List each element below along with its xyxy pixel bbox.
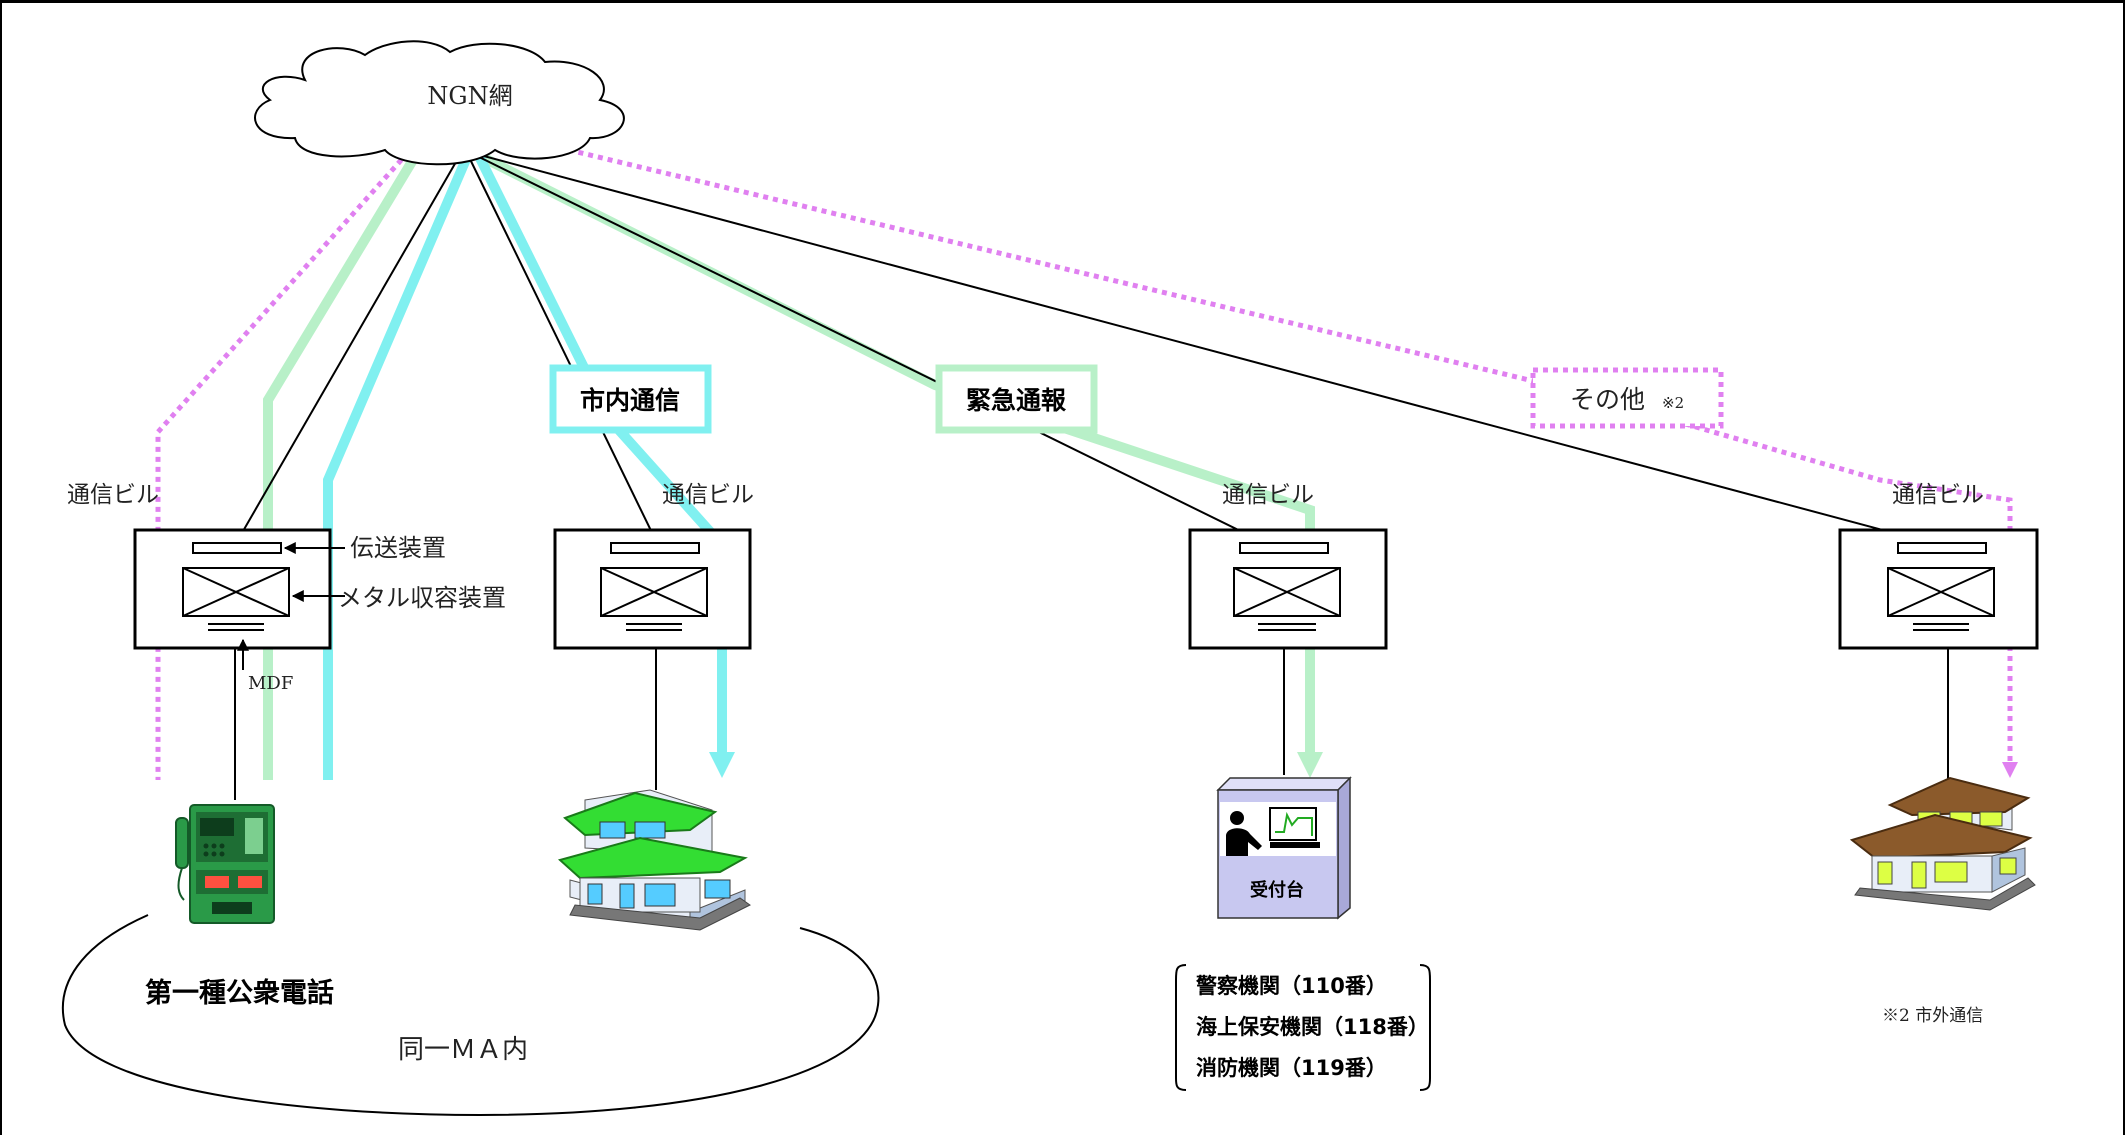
- reception-terminal-icon: 受付台: [1216, 776, 1352, 920]
- coast-guard-service: 海上保安機関（118番）: [1196, 1015, 1429, 1039]
- local-route-line-2: [471, 147, 727, 755]
- building-left: [133, 528, 332, 650]
- house-icon: [557, 789, 751, 931]
- fire-service: 消防機関（119番）: [1196, 1056, 1387, 1080]
- other-route-label: その他: [1570, 385, 1645, 414]
- transmission-device: [192, 542, 282, 554]
- building-label-other: 通信ビル: [1892, 482, 1984, 508]
- emergency-route-label: 緊急通報: [966, 386, 1067, 415]
- transmission-device: [1239, 542, 1329, 554]
- mdf-label: MDF: [248, 673, 293, 694]
- building-city: [553, 528, 752, 650]
- link-other: [479, 154, 1951, 549]
- connection-lines: [234, 154, 1951, 800]
- other-arrow-icon: [2002, 762, 2018, 778]
- transmission-device: [1897, 542, 1987, 554]
- link-left: [234, 154, 461, 546]
- local-route-label: 市内通信: [580, 386, 680, 415]
- link-city: [467, 154, 659, 546]
- transmission-device: [610, 542, 700, 554]
- other-route-note-mark: ※2: [1662, 394, 1684, 412]
- emergency-route-line-2: [469, 147, 1315, 755]
- payphone-icon: [175, 804, 275, 924]
- building-label-city: 通信ビル: [662, 482, 754, 508]
- route-label-other: その他 ※2: [1530, 367, 1724, 429]
- other-route-line-right: [451, 119, 2013, 765]
- cloud-icon: NGN網: [254, 40, 625, 166]
- local-arrow-icon: [709, 752, 735, 778]
- services-bracket-left: [1175, 964, 1187, 1091]
- footnote: ※2 市外通信: [1882, 1006, 1983, 1026]
- emergency-route-line: [263, 132, 433, 780]
- building-label-left: 通信ビル: [67, 482, 159, 508]
- local-route-line: [323, 148, 475, 780]
- building-label-emergency: 通信ビル: [1222, 482, 1314, 508]
- building-other: [1838, 528, 2039, 650]
- equipment-callouts: [237, 542, 345, 670]
- link-emergency: [474, 154, 1276, 549]
- emergency-arrow-icon: [1297, 752, 1323, 778]
- route-label-local: 市内通信: [549, 364, 712, 434]
- police-service: 警察機関（110番）: [1195, 974, 1387, 998]
- route-lines: [155, 119, 2018, 780]
- services-bracket-right: [1419, 964, 1431, 1091]
- route-label-emergency: 緊急通報: [935, 364, 1098, 434]
- ma-area-ellipse: [61, 914, 880, 1117]
- phone-type-label: 第一種公衆電話: [145, 977, 334, 1009]
- building-emergency: [1188, 528, 1388, 650]
- house-icon-other: [1849, 776, 2036, 911]
- ma-area-label: 同一ＭＡ内: [398, 1035, 528, 1065]
- ngn-label: NGN網: [427, 82, 512, 110]
- reception-label: 受付台: [1250, 879, 1304, 901]
- transmission-label: 伝送装置: [350, 534, 446, 562]
- metal-label: メタル収容装置: [338, 584, 506, 612]
